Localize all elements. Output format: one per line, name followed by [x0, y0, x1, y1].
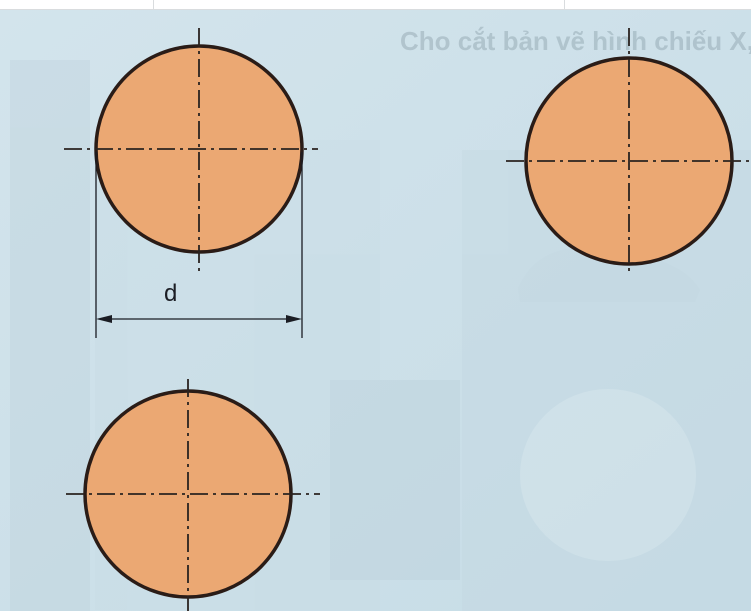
dimension-arrow-right — [286, 315, 302, 323]
faded-ellipse-right — [520, 389, 696, 561]
faded-caption: Cho cắt bản vẽ hình chiếu X, 2 — [400, 26, 751, 56]
top-page-strip — [0, 0, 751, 10]
faded-block-lower — [330, 380, 460, 580]
circle-view-top-left — [64, 28, 318, 276]
circle-view-top-right — [506, 28, 751, 276]
dimension-arrow-left — [96, 315, 112, 323]
circle-view-bottom-left — [66, 379, 320, 611]
diameter-dimension: d — [95, 152, 303, 338]
faded-column-left — [10, 60, 90, 611]
dimension-label: d — [164, 280, 177, 307]
